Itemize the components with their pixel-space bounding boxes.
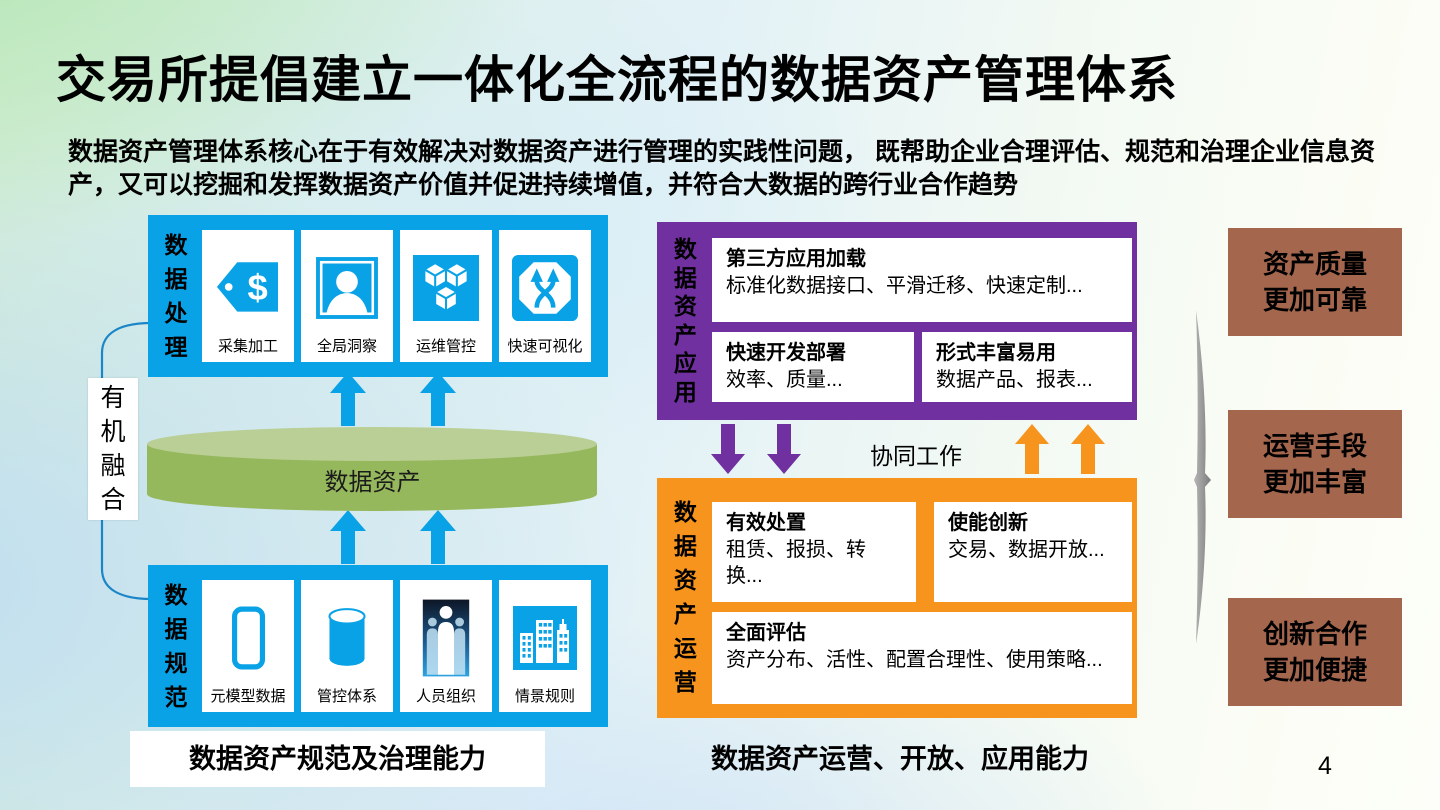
data-standards-label: 数据规范 [164, 582, 188, 710]
caption-background [130, 731, 545, 787]
benefit-innovation-cooperation: 创新合作 更加便捷 [1228, 598, 1402, 706]
card-ops-control: 运维管控 [400, 230, 492, 362]
benefit-operation-means: 运营手段 更加丰富 [1228, 410, 1402, 518]
card-title: 快速开发部署 [726, 342, 846, 364]
up-arrow-icon [1015, 424, 1049, 474]
price-tag-dollar-icon: $ [213, 240, 283, 335]
svg-text:$: $ [248, 266, 268, 307]
card-label: 快速可视化 [507, 338, 583, 355]
left-caption: 数据资产规范及治理能力 [189, 744, 486, 774]
card-effective-disposal: 有效处置 租赁、报损、转换... [712, 502, 916, 602]
card-meta-model-data: 元模型数据 [202, 580, 294, 712]
card-label: 管控体系 [316, 688, 377, 705]
data-processing-section: 数据处理 $ 采集加工 [148, 215, 608, 377]
organic-fusion-box: 有机融合 [88, 378, 138, 520]
database-cylinder-icon [314, 590, 380, 685]
down-arrow-icon [711, 424, 745, 474]
collaboration-label: 协同工作 [870, 443, 962, 469]
card-title: 全面评估 [726, 622, 806, 644]
card-body: 资产分布、活性、配置合理性、使用策略... [726, 649, 1103, 671]
card-enable-innovation: 使能创新 交易、数据开放... [934, 502, 1132, 602]
down-arrow-icon [767, 424, 801, 474]
card-label: 人员组织 [415, 688, 476, 705]
card-control-system: 管控体系 [301, 580, 393, 712]
data-standards-section: 数据规范 元模型数据 管控体系 [148, 565, 608, 727]
card-label: 情景规则 [514, 688, 575, 705]
people-group-icon [420, 590, 472, 685]
data-asset-operation-label: 数据资产运营 [673, 499, 697, 695]
card-body: 标准化数据接口、平滑迁移、快速定制... [726, 275, 1083, 297]
card-label: 元模型数据 [210, 688, 286, 705]
standards-cards: 元模型数据 管控体系 [202, 580, 598, 712]
card-body: 租赁、报损、转换... [726, 539, 866, 587]
card-body: 数据产品、报表... [936, 369, 1093, 391]
up-arrow-icon [330, 372, 366, 426]
shuffle-octagon-icon [512, 240, 578, 335]
card-label: 运维管控 [415, 338, 476, 355]
card-label: 全局洞察 [316, 338, 377, 355]
up-arrow-icon [330, 510, 366, 564]
card-collect-process: $ 采集加工 [202, 230, 294, 362]
data-asset-cylinder-label: 数据资产 [324, 469, 421, 496]
data-asset-cylinder [147, 427, 597, 511]
up-arrow-icon [420, 372, 456, 426]
brace-curve [1194, 310, 1211, 644]
city-buildings-icon [511, 590, 579, 685]
card-rapid-dev-deploy: 快速开发部署 效率、质量... [712, 332, 914, 402]
slide-subtitle: 数据资产管理体系核心在于有效解决对数据资产进行管理的实践性问题， 既帮助企业合理… [68, 138, 1375, 200]
card-title: 形式丰富易用 [936, 342, 1056, 364]
organic-fusion-label: 有机融合 [100, 384, 126, 514]
data-processing-label: 数据处理 [164, 232, 188, 360]
rounded-rect-icon [215, 590, 281, 685]
card-title: 使能创新 [948, 512, 1028, 534]
data-asset-application-label: 数据资产应用 [673, 236, 697, 405]
data-asset-operation-section: 数据资产运营 有效处置 租赁、报损、转换... 使能创新 交易、数据开放... … [657, 478, 1137, 718]
right-caption: 数据资产运营、开放、应用能力 [711, 744, 1089, 774]
card-label: 采集加工 [217, 338, 278, 355]
card-overall-evaluation: 全面评估 资产分布、活性、配置合理性、使用策略... [712, 612, 1132, 704]
benefit-asset-quality: 资产质量 更加可靠 [1228, 228, 1402, 336]
card-title: 有效处置 [726, 512, 806, 534]
card-rich-forms: 形式丰富易用 数据产品、报表... [922, 332, 1132, 402]
card-title: 第三方应用加载 [726, 248, 866, 270]
cubes-icon [413, 240, 479, 335]
data-asset-application-section: 数据资产应用 第三方应用加载 标准化数据接口、平滑迁移、快速定制... 快速开发… [657, 222, 1137, 420]
page-title: 交易所提倡建立一体化全流程的数据资产管理体系 [56, 52, 1178, 108]
card-body: 效率、质量... [726, 369, 843, 391]
card-people-organization: 人员组织 [400, 580, 492, 712]
card-global-insight: 全局洞察 [301, 230, 393, 362]
card-body: 交易、数据开放... [948, 539, 1105, 561]
card-scenario-rules: 情景规则 [499, 580, 591, 712]
card-third-party-app: 第三方应用加载 标准化数据接口、平滑迁移、快速定制... [712, 238, 1132, 322]
portrait-person-icon [314, 240, 380, 335]
up-arrow-icon [1071, 424, 1105, 474]
page-number: 4 [1318, 752, 1332, 780]
up-arrow-icon [420, 510, 456, 564]
processing-cards: $ 采集加工 全局洞察 [202, 230, 598, 362]
card-quick-visualization: 快速可视化 [499, 230, 591, 362]
